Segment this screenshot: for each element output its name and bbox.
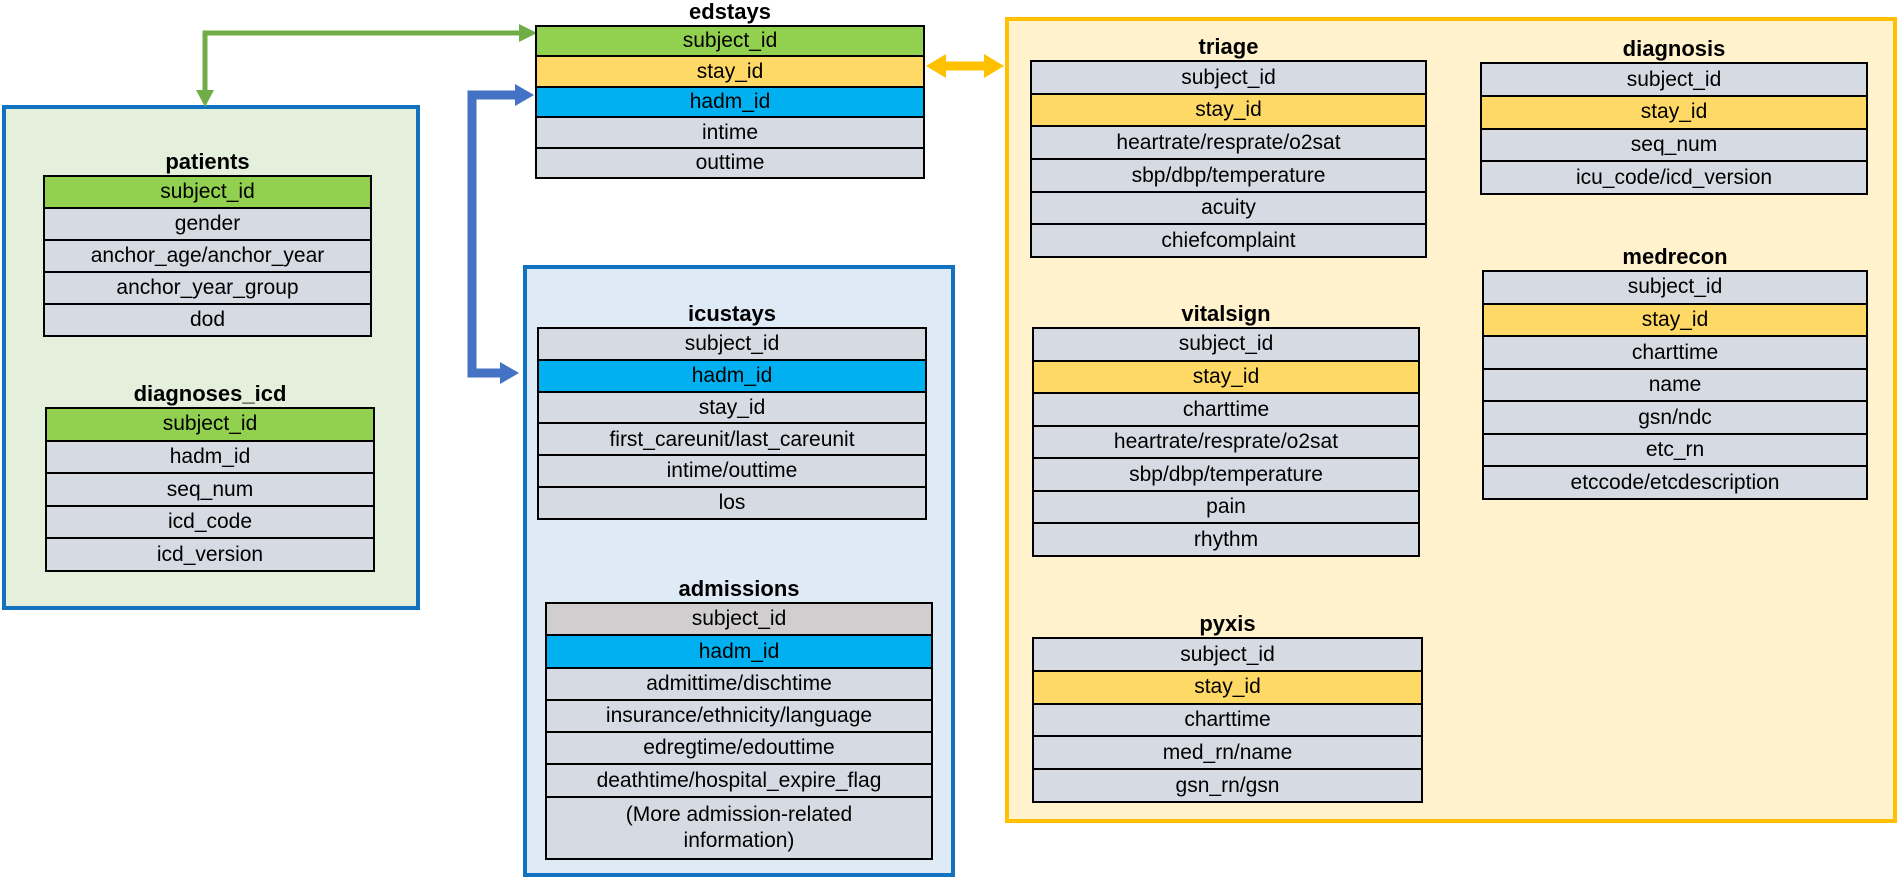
table-title: medrecon — [1622, 244, 1728, 269]
table-row-rhythm: rhythm — [1034, 524, 1418, 556]
table-row-icu-code-icd-version: icu_code/icd_version — [1482, 162, 1866, 193]
table-row-acuity: acuity — [1032, 192, 1425, 226]
table-title: diagnoses_icd — [133, 381, 287, 406]
table-row-med-rn-name: med_rn/name — [1034, 737, 1421, 771]
table-row-subject-id: subject_id — [537, 27, 923, 58]
table-row-edregtime-edouttime: edregtime/edouttime — [547, 733, 931, 766]
arrow-edstays-ed-tables — [926, 54, 1004, 78]
table-row-los: los — [539, 488, 925, 518]
table-row-etc-rn: etc_rn — [1484, 434, 1866, 468]
table-row-charttime: charttime — [1484, 337, 1866, 370]
table-row-subject-id: subject_id — [47, 409, 373, 442]
table-title: icustays — [687, 301, 777, 326]
table-row-intime: intime — [537, 118, 923, 149]
table-row-subject-id: subject_id — [45, 177, 370, 209]
table-row-stay-id: stay_id — [1482, 96, 1866, 130]
table-row-seq-num: seq_num — [47, 474, 373, 507]
table-row-hadm-id: hadm_id — [539, 360, 925, 393]
table-row-charttime: charttime — [1034, 394, 1418, 427]
table-title: triage — [1198, 34, 1259, 59]
table-row-heartrate-resprate-o2sat: heartrate/resprate/o2sat — [1032, 127, 1425, 161]
table-row-heartrate-resprate-o2sat: heartrate/resprate/o2sat — [1034, 426, 1418, 460]
table-title: diagnosis — [1622, 36, 1726, 61]
table-title: admissions — [678, 576, 800, 601]
table-row-insurance-ethnicity-language: insurance/ethnicity/language — [547, 700, 931, 733]
table-row-stay-id: stay_id — [1034, 361, 1418, 395]
table-row-chiefcomplaint: chiefcomplaint — [1032, 225, 1425, 257]
table-row-stay-id: stay_id — [1484, 304, 1866, 338]
table-row-subject-id: subject_id — [539, 329, 925, 361]
table-row-outtime: outtime — [537, 148, 923, 178]
table-row-charttime: charttime — [1034, 704, 1421, 738]
table-row-gsn-ndc: gsn/ndc — [1484, 402, 1866, 435]
table-row-pain: pain — [1034, 491, 1418, 525]
table-row-More-admission-related-information: (More admission-related information) — [547, 797, 931, 858]
table-row-subject-id: subject_id — [1034, 639, 1421, 672]
table-row-gsn-rn-gsn: gsn_rn/gsn — [1034, 770, 1421, 801]
table-row-subject-id: subject_id — [1032, 62, 1425, 95]
table-row-stay-id: stay_id — [1034, 671, 1421, 705]
table-row-subject-id: subject_id — [1484, 272, 1866, 305]
table-row-anchor-age-anchor-year: anchor_age/anchor_year — [45, 241, 370, 273]
table-row-stay-id: stay_id — [1032, 94, 1425, 128]
table-row-deathtime-hospital-expire-flag: deathtime/hospital_expire_flag — [547, 765, 931, 798]
table-row-stay-id: stay_id — [537, 57, 923, 88]
table-row-hadm-id: hadm_id — [47, 441, 373, 475]
table-title: edstays — [689, 0, 771, 24]
table-row-sbp-dbp-temperature: sbp/dbp/temperature — [1034, 459, 1418, 492]
table-row-first-careunit-last-careunit: first_careunit/last_careunit — [539, 424, 925, 457]
table-row-stay-id: stay_id — [539, 392, 925, 425]
table-row-dod: dod — [45, 305, 370, 335]
table-row-icd-code: icd_code — [47, 506, 373, 540]
table-row-anchor-year-group: anchor_year_group — [45, 273, 370, 305]
table-row-etccode-etcdescription: etccode/etcdescription — [1484, 467, 1866, 499]
table-row-subject-id: subject_id — [547, 604, 931, 637]
table-row-gender: gender — [45, 209, 370, 241]
table-row-name: name — [1484, 369, 1866, 403]
table-title: vitalsign — [1181, 301, 1271, 326]
arrow-edstays-patients — [196, 24, 537, 107]
table-row-subject-id: subject_id — [1482, 64, 1866, 97]
table-row-intime-outtime: intime/outtime — [539, 456, 925, 489]
table-row-admittime-dischtime: admittime/dischtime — [547, 668, 931, 701]
table-row-hadm-id: hadm_id — [537, 87, 923, 119]
table-title: patients — [165, 149, 250, 174]
table-row-seq-num: seq_num — [1482, 129, 1866, 163]
table-row-sbp-dbp-temperature: sbp/dbp/temperature — [1032, 160, 1425, 193]
table-row-subject-id: subject_id — [1034, 329, 1418, 362]
table-row-hadm-id: hadm_id — [547, 636, 931, 669]
table-title: pyxis — [1199, 611, 1256, 636]
table-row-icd-version: icd_version — [47, 539, 373, 570]
